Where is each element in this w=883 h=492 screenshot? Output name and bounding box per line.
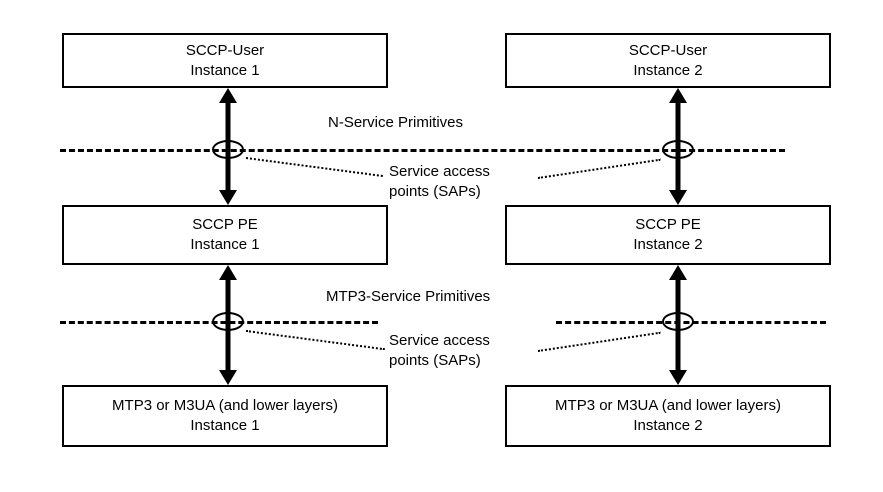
box-sccp-pe-instance-2: SCCP PE Instance 2 bbox=[505, 205, 831, 265]
box-label-line2: Instance 2 bbox=[633, 417, 703, 434]
box-label-line1: MTP3 or M3UA (and lower layers) bbox=[555, 397, 781, 415]
sap-ellipse-lower-instance-1 bbox=[212, 312, 244, 331]
box-label-line2: Instance 2 bbox=[633, 61, 703, 79]
leader-line-lower-left bbox=[245, 330, 385, 351]
sap-label-line1: Service access bbox=[389, 163, 490, 180]
box-mtp3-m3ua-instance-1: MTP3 or M3UA (and lower layers) Instance… bbox=[62, 385, 388, 447]
arrow-head-up bbox=[219, 265, 237, 280]
box-mtp3-m3ua-instance-2: MTP3 or M3UA (and lower layers) Instance… bbox=[505, 385, 831, 447]
box-label-line1: SCCP PE bbox=[192, 216, 258, 234]
box-label-line1: SCCP-User bbox=[628, 41, 708, 59]
sap-ellipse-upper-instance-1 bbox=[212, 140, 244, 159]
box-label-line2: Instance 1 bbox=[190, 417, 260, 434]
sap-ellipse-lower-instance-2 bbox=[662, 312, 694, 331]
leader-line-upper-left bbox=[245, 157, 383, 178]
arrow-head-up bbox=[669, 265, 687, 280]
label-service-access-points-upper: Service access points (SAPs) bbox=[389, 162, 549, 202]
box-label-line1: MTP3 or M3UA (and lower layers) bbox=[112, 397, 338, 415]
box-label-line2: Instance 1 bbox=[190, 236, 260, 253]
box-sccp-user-instance-1: SCCP-User Instance 1 bbox=[62, 33, 388, 88]
sap-boundary-line-upper bbox=[60, 149, 785, 152]
leader-line-upper-right bbox=[537, 158, 661, 179]
label-mtp3-service-primitives: MTP3-Service Primitives bbox=[326, 288, 491, 305]
sap-label-line1: Service access bbox=[389, 332, 490, 349]
arrow-head-down bbox=[669, 190, 687, 205]
box-label-line2: Instance 2 bbox=[633, 236, 703, 253]
sap-label-line2: points (SAPs) bbox=[389, 352, 481, 370]
arrow-head-up bbox=[219, 88, 237, 103]
box-label-line2: Instance 1 bbox=[190, 61, 260, 79]
leader-line-lower-right bbox=[537, 331, 661, 352]
arrow-head-down bbox=[669, 370, 687, 385]
arrow-head-up bbox=[669, 88, 687, 103]
label-n-service-primitives: N-Service Primitives bbox=[328, 114, 464, 131]
box-label-line1: SCCP-User bbox=[185, 41, 265, 59]
label-service-access-points-lower: Service access points (SAPs) bbox=[389, 331, 549, 371]
sap-ellipse-upper-instance-2 bbox=[662, 140, 694, 159]
box-sccp-user-instance-2: SCCP-User Instance 2 bbox=[505, 33, 831, 88]
box-label-line1: SCCP PE bbox=[635, 216, 701, 234]
sap-label-line2: points (SAPs) bbox=[389, 183, 481, 201]
arrow-head-down bbox=[219, 370, 237, 385]
arrow-head-down bbox=[219, 190, 237, 205]
box-sccp-pe-instance-1: SCCP PE Instance 1 bbox=[62, 205, 388, 265]
